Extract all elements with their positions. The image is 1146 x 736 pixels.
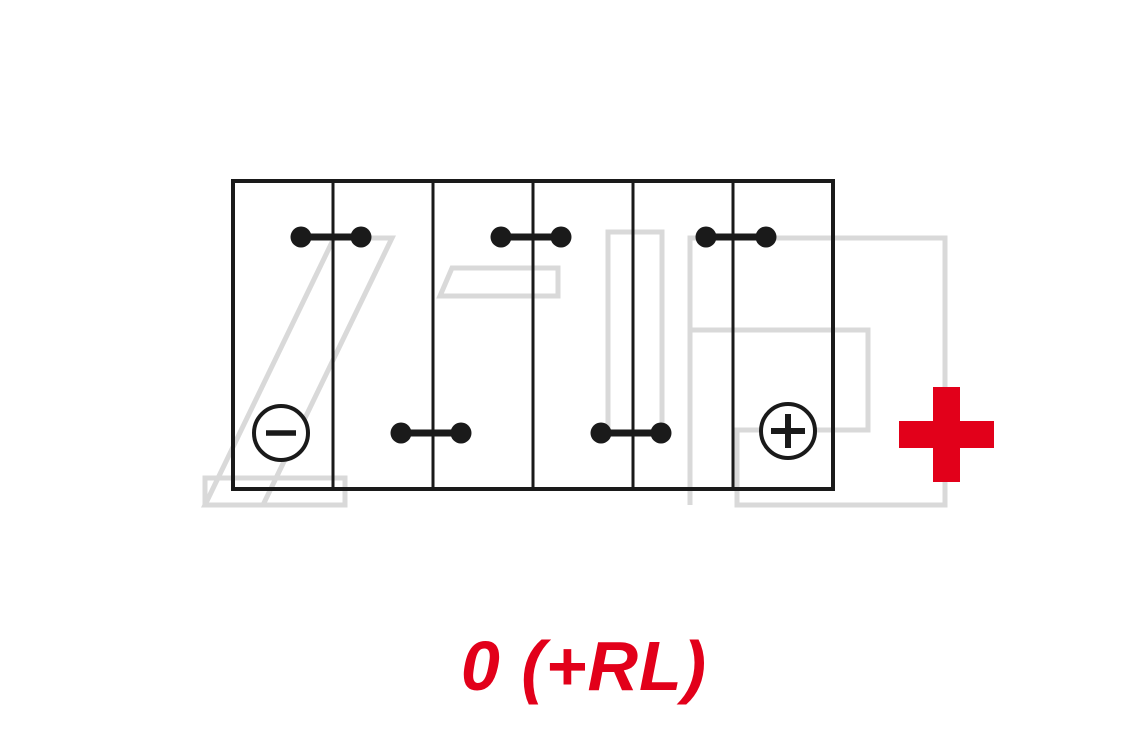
positive-pole-plus-icon: [899, 387, 994, 482]
connector-dot: [490, 226, 512, 248]
negative-terminal: [252, 404, 310, 462]
connector-dot: [650, 422, 672, 444]
connector-dot: [550, 226, 572, 248]
connector-dot: [755, 226, 777, 248]
connector-dot: [350, 226, 372, 248]
watermark-shape: [605, 229, 665, 435]
battery-schematic: [231, 179, 835, 491]
connector-dots: [290, 226, 777, 444]
watermark-shape: [687, 235, 948, 508]
connector-dot: [590, 422, 612, 444]
connector-dot: [450, 422, 472, 444]
connector-dot: [695, 226, 717, 248]
watermark-shape: [202, 475, 348, 508]
connector-dot: [290, 226, 312, 248]
watermark-shape: [436, 265, 561, 299]
positive-terminal: [759, 402, 817, 460]
layout-code-label: 0 (+RL): [461, 627, 707, 705]
connector-dot: [390, 422, 412, 444]
